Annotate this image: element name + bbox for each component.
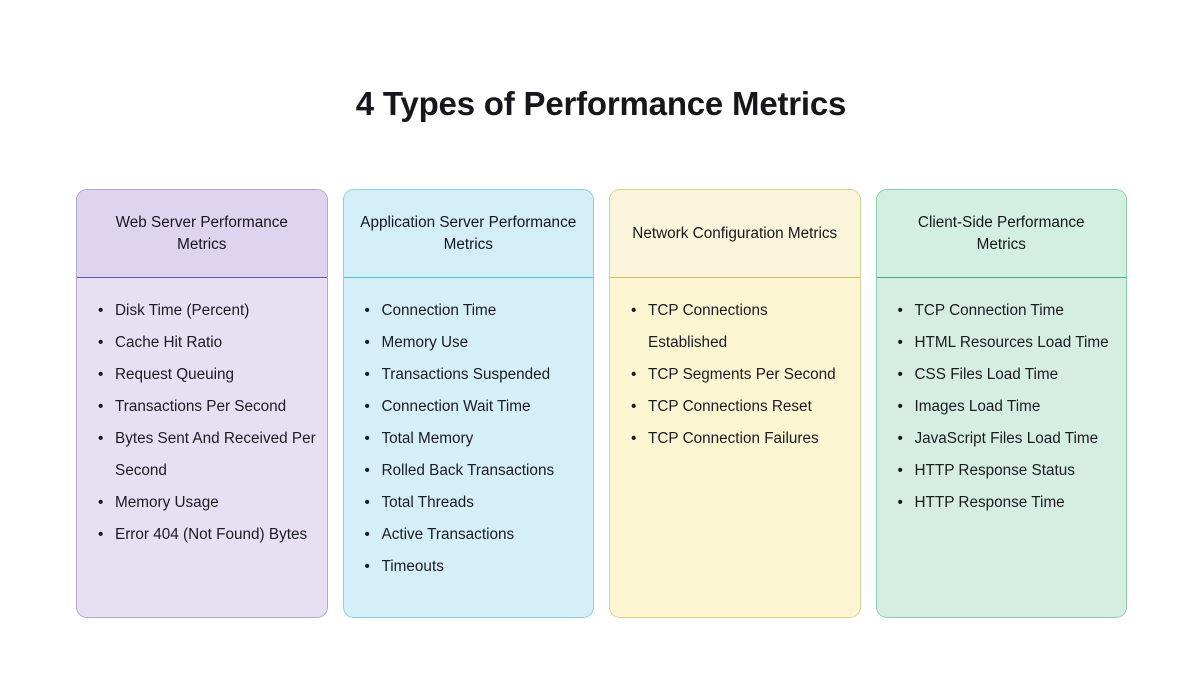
list-item-label: TCP Connections Reset (648, 398, 812, 415)
list-item: • Total Memory (365, 423, 584, 455)
bullet-icon: • (98, 494, 104, 511)
list-item-label: TCP Connections Established (648, 302, 768, 351)
list-item: • Timeouts (365, 551, 584, 583)
list-item: • TCP Connections Reset (631, 391, 850, 423)
list-item: • Memory Usage (98, 487, 317, 519)
bullet-icon: • (98, 334, 104, 351)
list-item-label: Transactions Per Second (115, 398, 287, 415)
bullet-icon: • (364, 334, 370, 351)
metric-list: • TCP Connections Established • TCP Segmen… (620, 295, 850, 455)
list-item: • Request Queuing (98, 359, 317, 391)
list-item: • HTTP Response Time (898, 487, 1117, 519)
page-title: 4 Types of Performance Metrics (355, 85, 847, 122)
list-item: • Connection Wait Time (365, 391, 584, 423)
metric-list: • TCP Connection Time • HTML Resources Loa… (887, 295, 1117, 519)
card-body: • Disk Time (Percent) • Cache Hit Ratio • R… (77, 278, 327, 617)
bullet-icon: • (364, 462, 370, 479)
list-item-label: Memory Usage (115, 494, 219, 511)
bullet-icon: • (897, 334, 903, 351)
list-item: • Total Threads (365, 487, 584, 519)
list-item: • Disk Time (Percent) (98, 295, 317, 327)
list-item-label: Request Queuing (115, 366, 235, 383)
card-heading: Network Configuration Metrics (610, 190, 860, 278)
list-item-label: Total Memory (381, 430, 474, 447)
card-heading: Client-Side Performance Metrics (876, 190, 1126, 278)
list-item: • Transactions Per Second (98, 391, 317, 423)
metric-list: • Connection Time • Memory Use • Transactio… (354, 295, 584, 583)
list-item: • HTTP Response Status (898, 455, 1117, 487)
list-item: • Memory Use (365, 327, 584, 359)
list-item-label: Active Transactions (381, 526, 515, 543)
bullet-icon: • (98, 430, 104, 447)
bullet-icon: • (364, 430, 370, 447)
list-item: • CSS Files Load Time (898, 359, 1117, 391)
list-item: • JavaScript Files Load Time (898, 423, 1117, 455)
metric-card-client-side: Client-Side Performance Metrics • TCP Con… (875, 189, 1127, 618)
list-item: • Connection Time (365, 295, 584, 327)
list-item: • Cache Hit Ratio (98, 327, 317, 359)
list-item-label: Connection Wait Time (381, 398, 531, 415)
bullet-icon: • (98, 526, 104, 543)
list-item-label: Cache Hit Ratio (115, 334, 223, 351)
list-item-label: Disk Time (Percent) (115, 302, 250, 319)
bullet-icon: • (98, 398, 104, 415)
list-item-label: TCP Connection Time (914, 302, 1064, 319)
bullet-icon: • (897, 366, 903, 383)
list-item-label: Total Threads (381, 494, 474, 511)
bullet-icon: • (98, 366, 104, 383)
list-item-label: Bytes Sent And Received Per Second (115, 430, 316, 479)
list-item-label: CSS Files Load Time (914, 366, 1059, 383)
bullet-icon: • (631, 302, 637, 319)
bullet-icon: • (897, 462, 903, 479)
bullet-icon: • (897, 430, 903, 447)
list-item: • TCP Connection Failures (631, 423, 850, 455)
bullet-icon: • (897, 494, 903, 511)
card-heading: Web Server Performance Metrics (77, 190, 327, 278)
list-item-label: Timeouts (381, 558, 444, 575)
bullet-icon: • (631, 430, 637, 447)
metric-list: • Disk Time (Percent) • Cache Hit Ratio • R… (87, 295, 317, 551)
list-item-label: TCP Segments Per Second (648, 366, 836, 383)
metric-cards-row: Web Server Performance Metrics • Disk Tim… (76, 189, 1127, 618)
card-body: • TCP Connection Time • HTML Resources Loa… (877, 278, 1127, 617)
bullet-icon: • (364, 558, 370, 575)
card-body: • TCP Connections Established • TCP Segmen… (610, 278, 860, 617)
list-item-label: Connection Time (381, 302, 497, 319)
list-item-label: HTML Resources Load Time (914, 334, 1109, 351)
bullet-icon: • (364, 494, 370, 511)
list-item-label: TCP Connection Failures (648, 430, 819, 447)
bullet-icon: • (897, 398, 903, 415)
list-item: • TCP Connections Established (631, 295, 850, 359)
list-item: • Bytes Sent And Received Per Second (98, 423, 317, 487)
list-item: • HTML Resources Load Time (898, 327, 1117, 359)
metric-card-network-configuration: Network Configuration Metrics • TCP Conne… (609, 189, 861, 618)
bullet-icon: • (364, 398, 370, 415)
list-item: • Active Transactions (365, 519, 584, 551)
list-item: • Images Load Time (898, 391, 1117, 423)
list-item: • TCP Segments Per Second (631, 359, 850, 391)
metric-card-web-server: Web Server Performance Metrics • Disk Tim… (76, 189, 328, 618)
list-item-label: Transactions Suspended (381, 366, 551, 383)
card-heading: Application Server Performance Metrics (343, 190, 593, 278)
list-item: • Transactions Suspended (365, 359, 584, 391)
bullet-icon: • (364, 526, 370, 543)
card-body: • Connection Time • Memory Use • Transactio… (344, 278, 594, 617)
bullet-icon: • (98, 302, 104, 319)
bullet-icon: • (364, 366, 370, 383)
list-item: • Error 404 (Not Found) Bytes (98, 519, 317, 551)
list-item-label: Images Load Time (914, 398, 1041, 415)
bullet-icon: • (897, 302, 903, 319)
bullet-icon: • (631, 366, 637, 383)
bullet-icon: • (631, 398, 637, 415)
list-item-label: JavaScript Files Load Time (914, 430, 1099, 447)
list-item-label: HTTP Response Time (914, 494, 1065, 511)
list-item-label: Memory Use (381, 334, 469, 351)
list-item: • TCP Connection Time (898, 295, 1117, 327)
list-item: • Rolled Back Transactions (365, 455, 584, 487)
bullet-icon: • (364, 302, 370, 319)
list-item-label: Error 404 (Not Found) Bytes (115, 526, 308, 543)
list-item-label: Rolled Back Transactions (381, 462, 555, 479)
metric-card-application-server: Application Server Performance Metrics •… (342, 189, 594, 618)
list-item-label: HTTP Response Status (914, 462, 1075, 479)
